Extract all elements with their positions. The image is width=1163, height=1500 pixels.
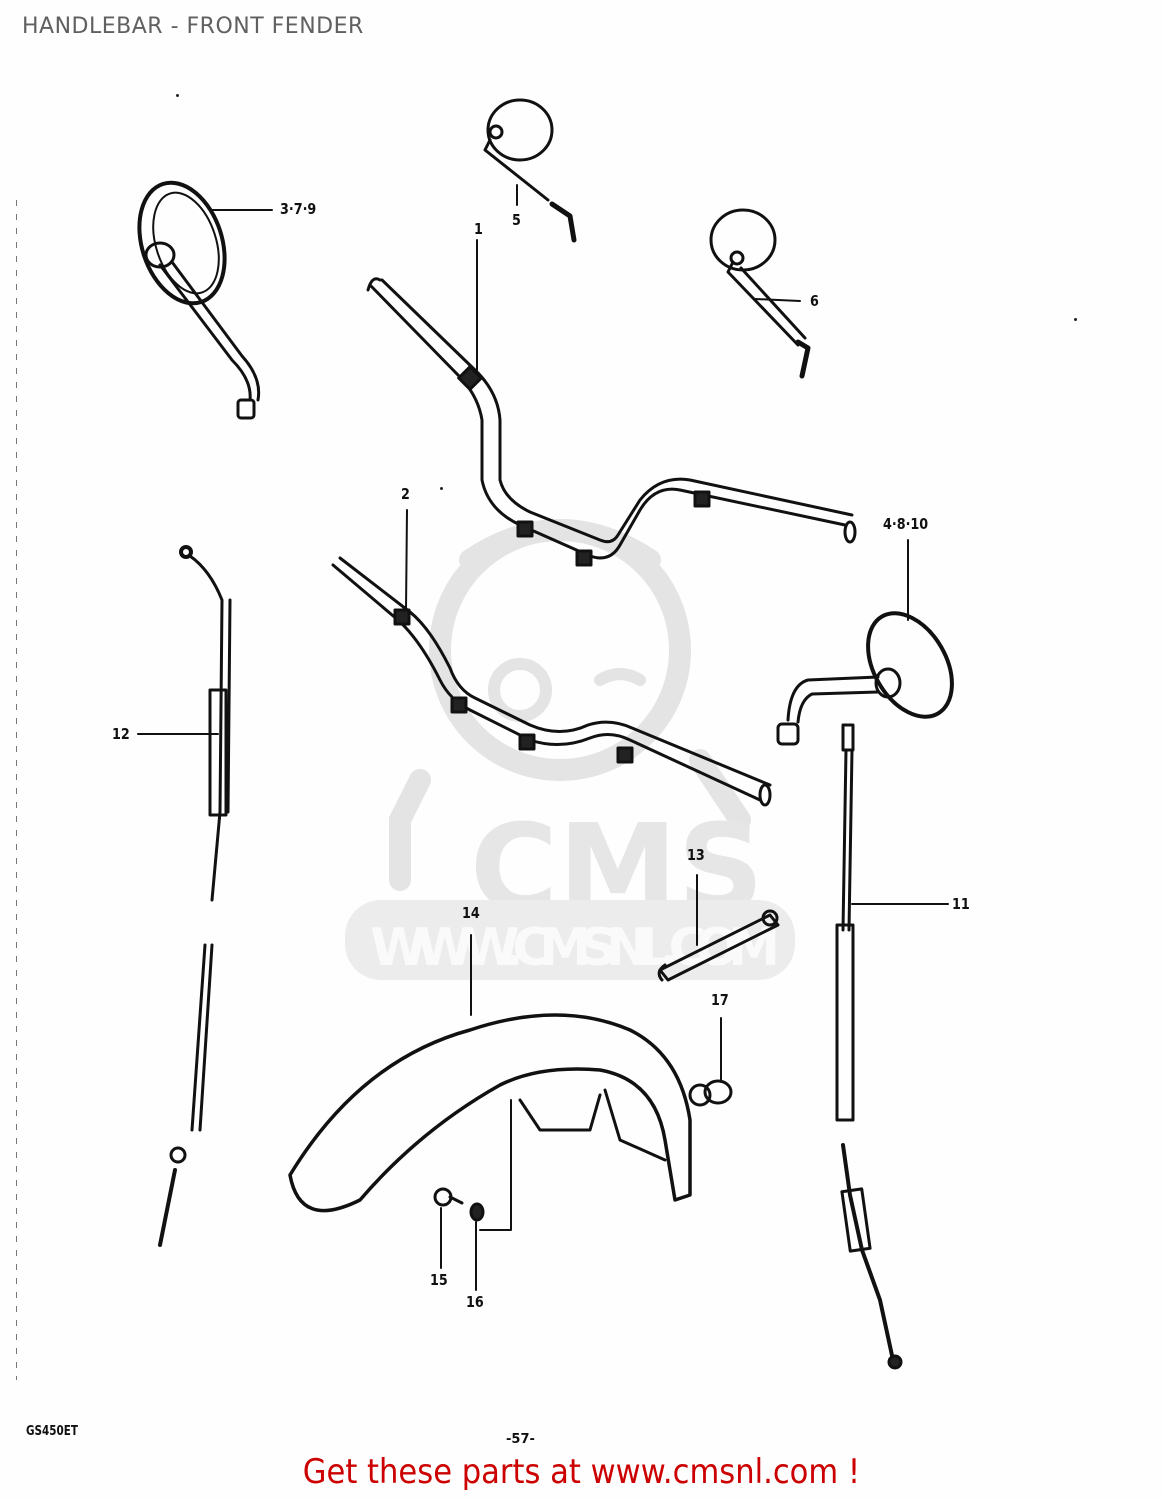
cable-11 xyxy=(835,723,949,1370)
watermark-url: WWW.CMSNL.COM xyxy=(370,918,780,978)
clamp-17 xyxy=(688,1017,733,1107)
bolt-15 xyxy=(433,1187,464,1269)
callout-17: 17 xyxy=(711,991,729,1009)
mirror-4-8-10 xyxy=(776,539,954,746)
callout-3-7-9: 3·7·9 xyxy=(280,200,317,218)
callout-14: 14 xyxy=(462,904,480,922)
speck xyxy=(440,487,443,490)
callout-6: 6 xyxy=(810,292,819,310)
cable-12 xyxy=(137,545,232,1247)
speck xyxy=(176,94,179,97)
cta-link[interactable]: Get these parts at www.cmsnl.com ! xyxy=(302,1452,861,1492)
scan-edge-line xyxy=(16,200,17,1380)
callout-11: 11 xyxy=(952,895,970,913)
handlebar-2 xyxy=(331,509,772,807)
callout-1: 1 xyxy=(474,220,483,238)
handlebar-1 xyxy=(366,239,857,567)
callout-5: 5 xyxy=(512,211,521,229)
callout-15: 15 xyxy=(430,1271,448,1289)
model-code: GS450ET xyxy=(26,1424,78,1439)
callout-2: 2 xyxy=(401,485,410,503)
callout-16: 16 xyxy=(466,1293,484,1311)
mirror-5 xyxy=(483,98,577,243)
part-13 xyxy=(657,874,780,982)
mirror-6 xyxy=(709,208,811,379)
callout-4-8-10: 4·8·10 xyxy=(883,515,929,533)
speck xyxy=(1074,318,1077,321)
callout-13: 13 xyxy=(687,846,705,864)
mirror-3-7-9 xyxy=(137,180,273,420)
washer-16 xyxy=(469,1202,485,1291)
page-number: -57- xyxy=(506,1432,535,1447)
callout-12: 12 xyxy=(112,725,130,743)
page-title: HANDLEBAR - FRONT FENDER xyxy=(22,14,364,39)
front-fender-14 xyxy=(288,934,692,1231)
cta-banner: Get these parts at www.cmsnl.com ! xyxy=(58,1452,1105,1492)
